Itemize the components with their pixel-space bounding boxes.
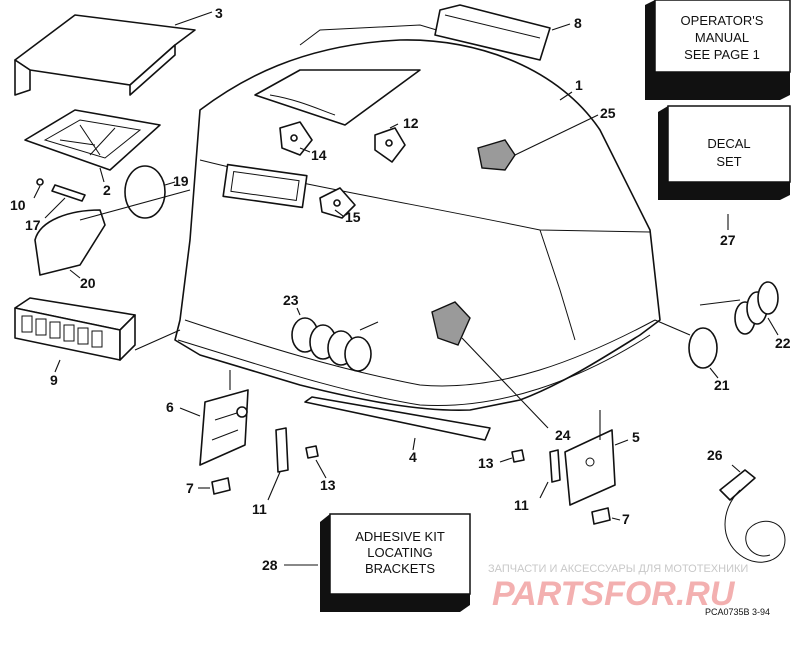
- frame-part-2: [24, 109, 161, 183]
- disc-part-21: [688, 327, 719, 379]
- screw-part-13b: [499, 449, 525, 463]
- adhesive-kit-line-2: LOCATING: [367, 545, 433, 560]
- screw-part-13a: [305, 445, 327, 479]
- operators-manual-line-3: SEE PAGE 1: [684, 47, 760, 62]
- callout-11a: 11: [252, 501, 267, 517]
- callout-26: 26: [707, 447, 723, 463]
- top-cap-part-3: [14, 11, 213, 96]
- callout-13a: 13: [320, 477, 336, 493]
- watermark: ЗАПЧАСТИ И АКСЕССУАРЫ ДЛЯ МОТОТЕХНИКИ PA…: [488, 563, 748, 613]
- bracket-part-11a: [267, 427, 289, 501]
- plug-part-7b: [591, 507, 621, 525]
- callout-28: 28: [262, 557, 278, 573]
- callout-3: 3: [215, 5, 223, 21]
- plate-part-20: [34, 209, 106, 279]
- callout-12: 12: [403, 115, 419, 131]
- strip-part-17: [44, 184, 86, 219]
- callout-8: 8: [574, 15, 582, 31]
- plate-part-5: [564, 429, 629, 506]
- callout-2: 2: [103, 182, 111, 198]
- callout-7b: 7: [622, 511, 630, 527]
- callout-23: 23: [283, 292, 299, 308]
- callout-5: 5: [632, 429, 640, 445]
- callout-27: 27: [720, 232, 736, 248]
- strip-part-4: [304, 396, 491, 451]
- callout-13b: 13: [478, 455, 494, 471]
- callout-25: 25: [600, 105, 616, 121]
- bracket-part-6: [179, 389, 249, 466]
- adhesive-kit-line-3: BRACKETS: [365, 561, 435, 576]
- decal-set-line-2: SET: [716, 154, 741, 169]
- decal-part-25: [477, 114, 599, 171]
- discs-part-22: [734, 281, 779, 336]
- watermark-logo: PARTSFOR.RU: [492, 575, 736, 613]
- decal-discs-part-23: [291, 307, 379, 372]
- seal-part-19: [124, 165, 166, 219]
- callout-21: 21: [714, 377, 730, 393]
- callout-6: 6: [166, 399, 174, 415]
- callout-20: 20: [80, 275, 96, 291]
- latch-part-14: [279, 121, 313, 156]
- callout-4: 4: [409, 449, 417, 465]
- connector-lines: [79, 91, 741, 566]
- callout-15: 15: [345, 209, 361, 225]
- operators-manual-line-1: OPERATOR'S: [681, 13, 764, 28]
- callout-10: 10: [10, 197, 26, 213]
- handle-part-8: [434, 4, 571, 61]
- decal-part-24: [431, 301, 549, 429]
- callout-1: 1: [575, 77, 583, 93]
- callout-22: 22: [775, 335, 791, 351]
- cable-part-26: [719, 464, 786, 563]
- decal-set-box: DECAL SET: [658, 105, 791, 200]
- plug-part-7a: [198, 477, 231, 495]
- callout-numbers: 1 2 3 4 5 6 7 7 8 9 10 11 11 12 13 13 14…: [10, 5, 791, 573]
- latch-part-12: [374, 127, 406, 163]
- adhesive-kit-box: ADHESIVE KIT LOCATING BRACKETS: [320, 513, 471, 612]
- figure-code: PCA0735B 3-94: [705, 607, 770, 617]
- callout-24: 24: [555, 427, 571, 443]
- latch-part-15: [319, 187, 356, 219]
- operators-manual-box: OPERATOR'S MANUAL SEE PAGE 1: [645, 0, 791, 100]
- watermark-line-1: ЗАПЧАСТИ И АКСЕССУАРЫ ДЛЯ МОТОТЕХНИКИ: [488, 563, 748, 575]
- callout-9: 9: [50, 372, 58, 388]
- bracket-part-11b: [539, 449, 561, 499]
- engine-cover-part-1: [174, 24, 661, 412]
- callout-7a: 7: [186, 480, 194, 496]
- callout-11b: 11: [514, 497, 529, 513]
- operators-manual-line-2: MANUAL: [695, 30, 749, 45]
- callout-19: 19: [173, 173, 189, 189]
- callout-14: 14: [311, 147, 327, 163]
- grille-part-9: [14, 297, 136, 373]
- adhesive-kit-line-1: ADHESIVE KIT: [355, 529, 445, 544]
- decal-set-line-1: DECAL: [707, 136, 750, 151]
- callout-17: 17: [25, 217, 41, 233]
- screw-part-10: [33, 178, 44, 199]
